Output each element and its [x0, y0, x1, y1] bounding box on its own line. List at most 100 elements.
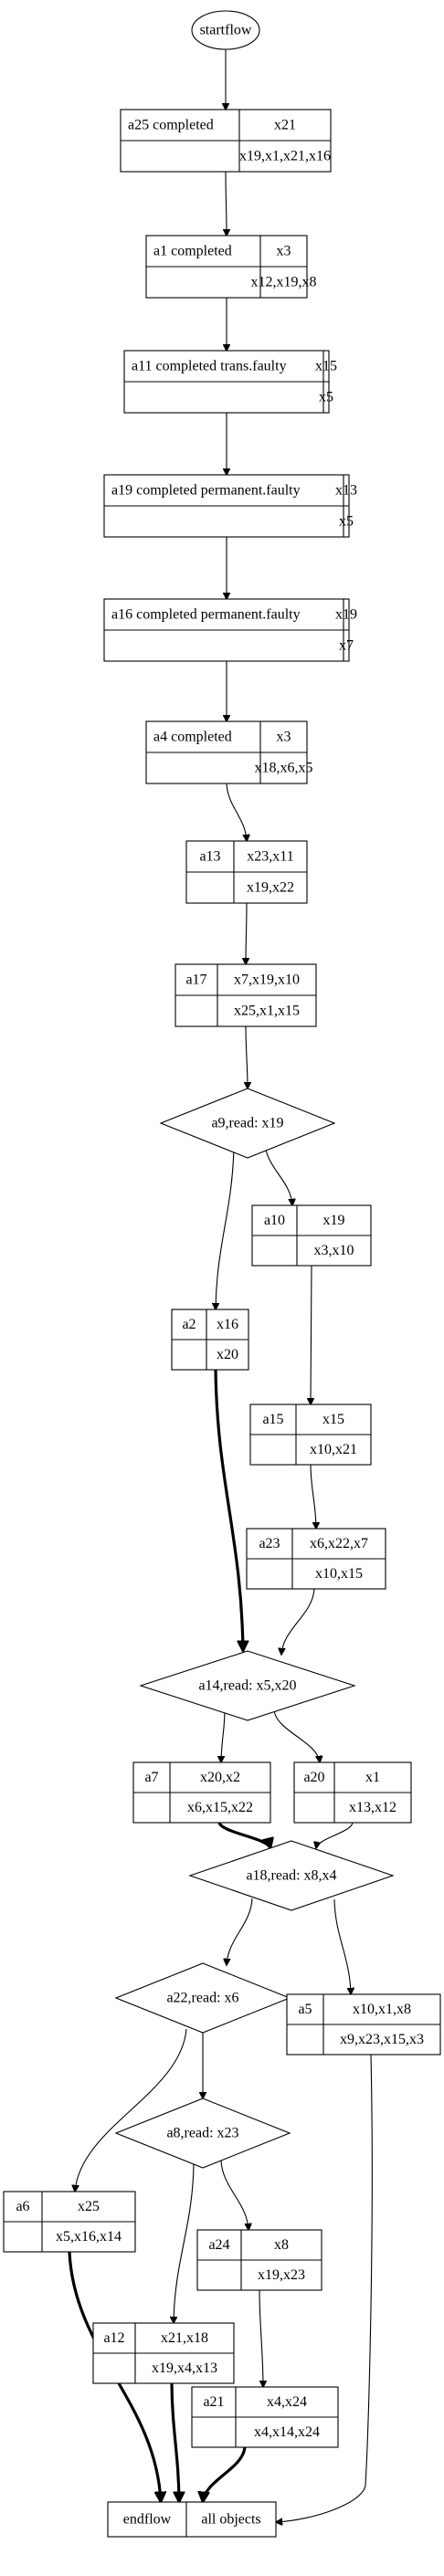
reads-label: x7	[339, 638, 354, 654]
reads-label: x18,x6,x5	[255, 761, 313, 776]
writes-label: x10,x1,x8	[353, 2002, 411, 2017]
node-a9: a9,read: x19	[159, 1088, 336, 1159]
activity-name: a7	[144, 1770, 158, 1785]
activity-name: a1 completed	[153, 244, 232, 259]
decision-diamond	[114, 2098, 291, 2169]
edge-a20-to-a18	[316, 1822, 354, 1848]
activity-name: a13	[199, 849, 220, 865]
node-a11: a11 completed trans.faulty x15 x5	[123, 350, 337, 414]
reads-label: x6,x15,x22	[187, 1800, 253, 1815]
activity-name: a15	[262, 1412, 283, 1427]
edge-a23-to-a14	[281, 1588, 315, 1655]
activity-name: a10	[264, 1213, 285, 1228]
decision-label: a8,read: x23	[166, 2126, 238, 2141]
edge-a13-to-a17	[246, 902, 247, 964]
writes-label: x13	[335, 483, 357, 499]
writes-label: x19	[335, 607, 357, 623]
node-a23: a23 x6,x22,x7 x10,x15	[246, 1528, 386, 1590]
edge-a7-to-a18	[217, 1822, 270, 1848]
reads-label: x12,x19,x8	[251, 275, 317, 290]
writes-label: x15	[322, 1412, 344, 1427]
start-ellipse	[191, 10, 260, 50]
end-record-box	[107, 2501, 277, 2538]
writes-label: x15	[315, 359, 337, 374]
node-a8: a8,read: x23	[114, 2098, 291, 2169]
node-a18: a18,read: x8,x4	[188, 1840, 395, 1911]
edge-a14-to-a20	[273, 1709, 320, 1762]
edge-a4-to-a13	[226, 783, 247, 841]
activity-name: a12	[103, 2330, 124, 2346]
activity-name: a20	[303, 1770, 324, 1785]
edge-a2-to-a14	[214, 1369, 243, 1651]
edge-a8-to-a24	[220, 2160, 248, 2230]
node-a19: a19 completed permanent.faulty x13 x5	[103, 474, 357, 538]
decision-label: a14,read: x5,x20	[198, 1678, 296, 1694]
reads-label: x5	[319, 390, 333, 405]
node-endflow: endflow all objects	[107, 2501, 277, 2538]
reads-label: x19,x23	[258, 2267, 305, 2283]
edge-a14-to-a7	[221, 1709, 226, 1762]
edge-a5-to-endflow	[276, 2054, 373, 2522]
decision-diamond	[139, 1650, 356, 1721]
node-a7: a7 x20,x2 x6,x15,x22	[132, 1761, 271, 1824]
all-objects-label: all objects	[201, 2512, 260, 2528]
activity-name: a4 completed	[153, 730, 232, 745]
edge-a22-to-a6	[75, 2028, 187, 2192]
decision-diamond	[159, 1088, 336, 1159]
activity-name: a11 completed trans.faulty	[132, 359, 287, 374]
activity-name: a16 completed permanent.faulty	[111, 607, 301, 623]
writes-label: x21,x18	[161, 2330, 208, 2346]
reads-label: x5	[339, 514, 354, 530]
edge-a18-to-a22	[227, 1898, 253, 1965]
edge-a10-to-a15	[311, 1265, 312, 1404]
decision-label: a22,read: x6	[166, 1991, 238, 2006]
reads-label: x13,x12	[349, 1800, 396, 1815]
edge-a15-to-a23	[310, 1464, 316, 1529]
activity-name: a2	[182, 1317, 196, 1332]
writes-label: x3	[277, 244, 291, 259]
writes-label: x23,x11	[247, 849, 293, 865]
start-label: startflow	[200, 23, 252, 38]
edge-a9-to-a2	[216, 1143, 235, 1309]
reads-label: x9,x23,x15,x3	[340, 2032, 424, 2047]
reads-label: x4,x14,x24	[254, 2424, 320, 2440]
activity-name: a6	[16, 2199, 29, 2214]
decision-diamond	[114, 1962, 291, 2034]
reads-label: x25,x1,x15	[234, 1004, 300, 1019]
writes-label: x8	[274, 2237, 289, 2253]
writes-label: x6,x22,x7	[310, 1536, 368, 1551]
activity-name: a19 completed permanent.faulty	[111, 483, 301, 499]
reads-label: x20	[217, 1347, 238, 1362]
node-a16: a16 completed permanent.faulty x19 x7	[103, 598, 357, 662]
writes-label: x20,x2	[200, 1770, 240, 1785]
end-label: endflow	[123, 2512, 172, 2528]
edge-a12-to-endflow	[170, 2382, 179, 2502]
edge-a18-to-a5	[333, 1898, 351, 1994]
node-startflow: startflow	[191, 10, 260, 50]
activity-name: a24	[208, 2237, 229, 2253]
node-a14: a14,read: x5,x20	[139, 1650, 356, 1721]
writes-label: x21	[274, 118, 296, 133]
decision-label: a9,read: x19	[211, 1116, 283, 1131]
edge-a17-to-a9	[246, 1025, 248, 1088]
activity-name: a17	[185, 973, 206, 988]
reads-label: x10,x15	[315, 1566, 363, 1582]
decision-diamond	[188, 1840, 395, 1911]
activity-name: a23	[259, 1536, 280, 1551]
reads-label: x19,x1,x21,x16	[239, 149, 331, 164]
reads-label: x3,x10	[314, 1243, 354, 1258]
edges-layer	[68, 49, 373, 2522]
writes-label: x25	[78, 2199, 100, 2214]
